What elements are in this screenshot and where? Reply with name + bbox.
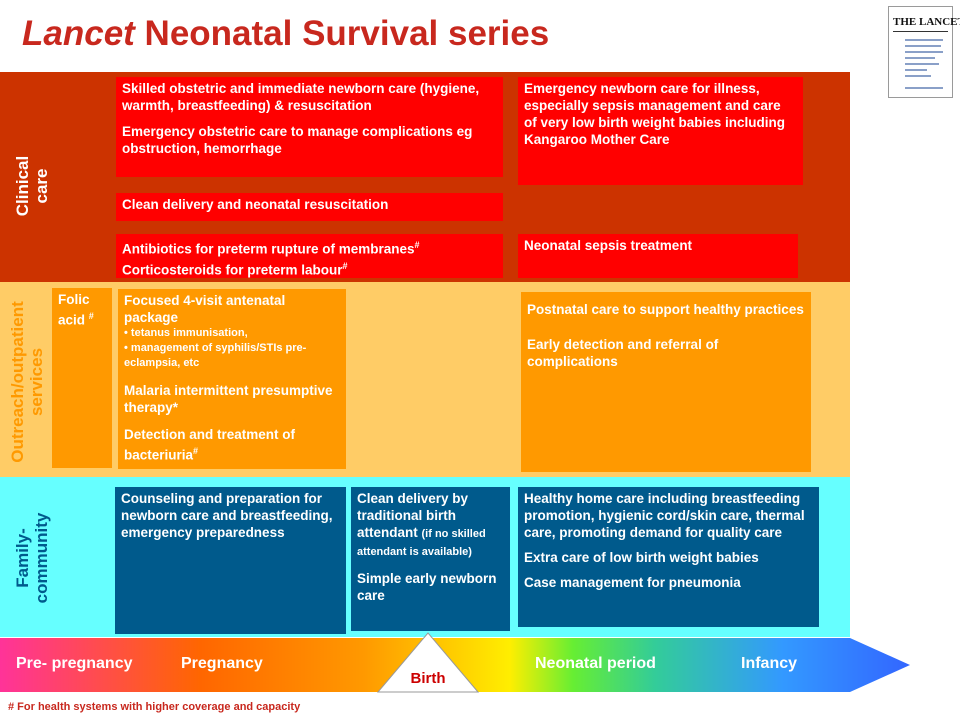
- skilled-obstetric-care-text: Skilled obstetric and immediate newborn …: [122, 81, 480, 113]
- clean-delivery-tba-text: Clean delivery by traditional birth atte…: [357, 491, 469, 540]
- simple-early-newborn-care-text: Simple early newborn care: [357, 571, 497, 603]
- malaria-therapy-text: Malaria intermittent presumptive therapy…: [124, 383, 333, 415]
- timeline-pregnancy: Pregnancy: [181, 655, 263, 672]
- journal-cover-image: THE LANCET: [888, 6, 960, 98]
- cover-line: [905, 57, 935, 59]
- pneumonia-management-text: Case management for pneumonia: [524, 575, 741, 590]
- emergency-newborn-care-box: Emergency newborn care for illness, espe…: [518, 77, 803, 185]
- cover-line: [905, 45, 941, 47]
- bacteriuria-text: Detection and treatment of bacteriuria: [124, 427, 296, 463]
- clinical-care-label: Clinical care: [13, 155, 51, 217]
- clean-delivery-tba-note: (if no skilled attendant is available): [357, 528, 486, 558]
- journal-masthead: THE LANCET: [893, 16, 960, 28]
- birth-marker-triangle: [377, 632, 479, 693]
- antenatal-bullet-tetanus: • tetanus immunisation,: [124, 327, 248, 339]
- higher-capacity-mark: #: [342, 260, 348, 271]
- higher-capacity-mark: #: [414, 240, 420, 250]
- birth-label: Birth: [410, 670, 446, 687]
- clean-delivery-tba-box: Clean delivery by traditional birth atte…: [351, 487, 510, 631]
- postnatal-care-box: Postnatal care to support healthy practi…: [521, 292, 811, 472]
- antenatal-package-box: Focused 4-visit antenatal package • teta…: [118, 289, 346, 379]
- page-title: Lancet Neonatal Survival series: [22, 14, 549, 54]
- timeline-neonatal-period: Neonatal period: [535, 655, 656, 672]
- counseling-box: Counseling and preparation for newborn c…: [115, 487, 346, 634]
- outreach-services-label: Outreach/outpatient services: [8, 301, 46, 463]
- antenatal-package-title: Focused 4-visit antenatal package: [124, 293, 286, 325]
- cover-line: [905, 63, 939, 65]
- title-rest: Neonatal Survival series: [134, 14, 550, 53]
- antenatal-bullet-syphilis: • management of syphilis/STIs pre-eclamp…: [124, 342, 307, 369]
- folic-acid-line1: Folic: [58, 292, 90, 307]
- cover-line: [905, 87, 943, 89]
- early-detection-text: Early detection and referral of complica…: [527, 337, 719, 369]
- healthy-home-care-text: Healthy home care including breastfeedin…: [524, 491, 805, 540]
- cover-rule: [893, 31, 948, 32]
- corticosteroids-text: Corticosteroids for preterm labour: [122, 262, 343, 277]
- clean-delivery-text: Clean delivery and neonatal resuscitatio…: [122, 197, 389, 212]
- clean-delivery-box: Clean delivery and neonatal resuscitatio…: [116, 193, 503, 221]
- birth-marker: [377, 632, 479, 693]
- neonatal-sepsis-box: Neonatal sepsis treatment: [518, 234, 798, 278]
- emergency-obstetric-care-text: Emergency obstetric care to manage compl…: [122, 124, 473, 156]
- cover-line: [905, 51, 943, 53]
- neonatal-sepsis-text: Neonatal sepsis treatment: [524, 238, 693, 253]
- higher-capacity-mark: #: [88, 311, 94, 321]
- timeline-prepregnancy: Pre- pregnancy: [16, 655, 133, 672]
- higher-capacity-mark: #: [193, 446, 199, 456]
- folic-acid-box: Folic acid #: [52, 288, 112, 468]
- antibiotics-box: Antibiotics for preterm rupture of membr…: [116, 234, 503, 278]
- emergency-newborn-care-text: Emergency newborn care for illness, espe…: [524, 81, 786, 147]
- cover-line: [905, 69, 927, 71]
- folic-acid-line2: acid: [58, 312, 86, 328]
- low-birth-weight-care-text: Extra care of low birth weight babies: [524, 550, 759, 565]
- malaria-bacteriuria-box: Malaria intermittent presumptive therapy…: [118, 379, 346, 469]
- title-italic: Lancet: [22, 14, 135, 53]
- antibiotics-text: Antibiotics for preterm rupture of membr…: [122, 241, 415, 257]
- counseling-text: Counseling and preparation for newborn c…: [121, 491, 333, 540]
- postnatal-care-text: Postnatal care to support healthy practi…: [527, 302, 804, 317]
- family-community-label: Family-community: [13, 512, 51, 604]
- cover-line: [905, 39, 943, 41]
- skilled-obstetric-care-box: Skilled obstetric and immediate newborn …: [116, 77, 503, 177]
- cover-line: [905, 75, 931, 77]
- footnote: # For health systems with higher coverag…: [8, 701, 301, 713]
- healthy-home-care-box: Healthy home care including breastfeedin…: [518, 487, 819, 627]
- timeline-infancy: Infancy: [741, 655, 798, 672]
